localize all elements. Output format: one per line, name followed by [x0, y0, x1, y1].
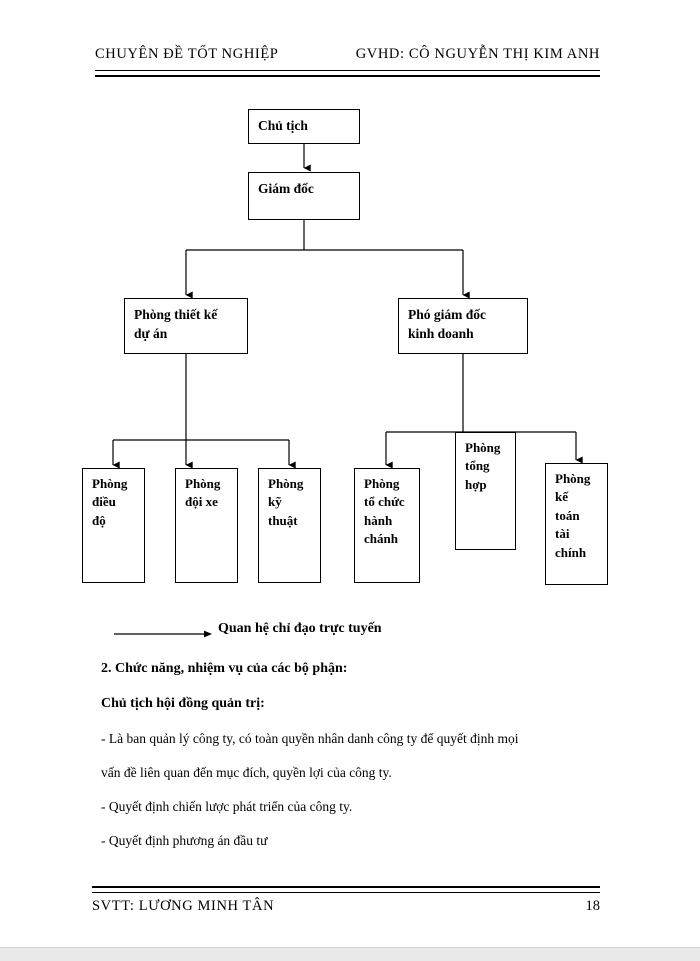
viewer-bottom-strip	[0, 947, 700, 961]
org-node-dispatch-dept-line-2: điều	[92, 494, 116, 510]
page-header: CHUYÊN ĐỀ TỐT NGHIỆP GVHD: CÔ NGUYỄN THỊ…	[95, 46, 600, 74]
org-node-design-dept: Phòng thiết kế dự án	[124, 298, 248, 354]
header-left-text: CHUYÊN ĐỀ TỐT NGHIỆP	[95, 46, 279, 62]
footer-divider	[92, 886, 600, 893]
page-footer: SVTT: LƯƠNG MINH TÂN 18	[92, 898, 600, 922]
org-node-chairman: Chủ tịch	[248, 109, 360, 144]
org-node-org-admin-dept: Phòng tổ chức hành chánh	[354, 468, 420, 583]
org-node-vehicle-dept: Phòng đội xe	[175, 468, 238, 583]
org-node-technical-dept: Phòng kỹ thuật	[258, 468, 321, 583]
header-right-text: GVHD: CÔ NGUYỄN THỊ KIM ANH	[355, 46, 600, 62]
org-node-accounting-dept: Phòng kế toán tài chính	[545, 463, 608, 585]
org-node-dispatch-dept-line-3: độ	[92, 512, 106, 528]
org-node-technical-dept-line-1: Phòng	[268, 476, 304, 491]
org-node-general-dept: Phòng tổng hợp	[455, 432, 516, 550]
org-node-accounting-dept-line-2: kế	[555, 489, 568, 505]
org-chart: Chủ tịch Giám đốc Phòng thiết kế dự án P…	[82, 109, 608, 585]
org-node-accounting-dept-line-1: Phòng	[555, 471, 591, 486]
header-divider	[95, 70, 600, 77]
org-node-general-dept-line-3: hợp	[465, 476, 487, 492]
org-node-accounting-dept-line-3: toán	[555, 507, 580, 523]
org-node-vehicle-dept-line-2: đội xe	[185, 494, 218, 510]
org-node-org-admin-dept-line-2: tổ chức	[364, 494, 405, 510]
paragraph-3: - Quyết định phương án đầu tư	[101, 833, 268, 848]
org-node-org-admin-dept-line-3: hành	[364, 512, 393, 528]
org-node-deputy-director-line-2: kinh doanh	[408, 326, 474, 342]
org-node-director-line-1: Giám đốc	[258, 181, 314, 196]
org-node-org-admin-dept-line-4: chánh	[364, 531, 398, 547]
page-number: 18	[585, 898, 601, 914]
org-node-dispatch-dept: Phòng điều độ	[82, 468, 145, 583]
org-node-vehicle-dept-line-1: Phòng	[185, 476, 221, 491]
org-node-chairman-line-1: Chủ tịch	[258, 118, 308, 133]
org-node-accounting-dept-line-4: tài	[555, 526, 570, 542]
legend-label: Quan hệ chỉ đạo trực tuyến	[218, 621, 382, 636]
paragraph-1-line-2: vấn đề liên quan đến mục đích, quyền lợi…	[101, 765, 392, 780]
org-node-deputy-director-line-1: Phó giám đốc	[408, 307, 487, 322]
org-node-general-dept-line-1: Phòng	[465, 440, 501, 455]
paragraph-1-line-1: - Là ban quản lý công ty, có toàn quyền …	[101, 731, 519, 746]
org-node-general-dept-line-2: tổng	[465, 458, 490, 474]
org-node-accounting-dept-line-5: chính	[555, 544, 587, 560]
footer-left-text: SVTT: LƯƠNG MINH TÂN	[92, 898, 275, 914]
org-node-director: Giám đốc	[248, 172, 360, 220]
section-heading: 2. Chức năng, nhiệm vụ của các bộ phận:	[101, 661, 348, 676]
org-node-technical-dept-line-3: thuật	[268, 512, 298, 528]
org-node-org-admin-dept-line-1: Phòng	[364, 476, 400, 491]
org-node-technical-dept-line-2: kỹ	[268, 494, 282, 510]
org-node-design-dept-line-2: dự án	[134, 326, 168, 342]
paragraph-2: - Quyết định chiến lược phát triển của c…	[101, 799, 353, 814]
chart-legend: Quan hệ chỉ đạo trực tuyến	[110, 621, 530, 647]
subheading: Chủ tịch hội đồng quản trị:	[101, 696, 265, 711]
org-node-design-dept-line-1: Phòng thiết kế	[134, 307, 218, 322]
org-node-deputy-director: Phó giám đốc kinh doanh	[398, 298, 528, 354]
org-node-dispatch-dept-line-1: Phòng	[92, 476, 128, 491]
legend-arrow-icon	[114, 630, 212, 638]
